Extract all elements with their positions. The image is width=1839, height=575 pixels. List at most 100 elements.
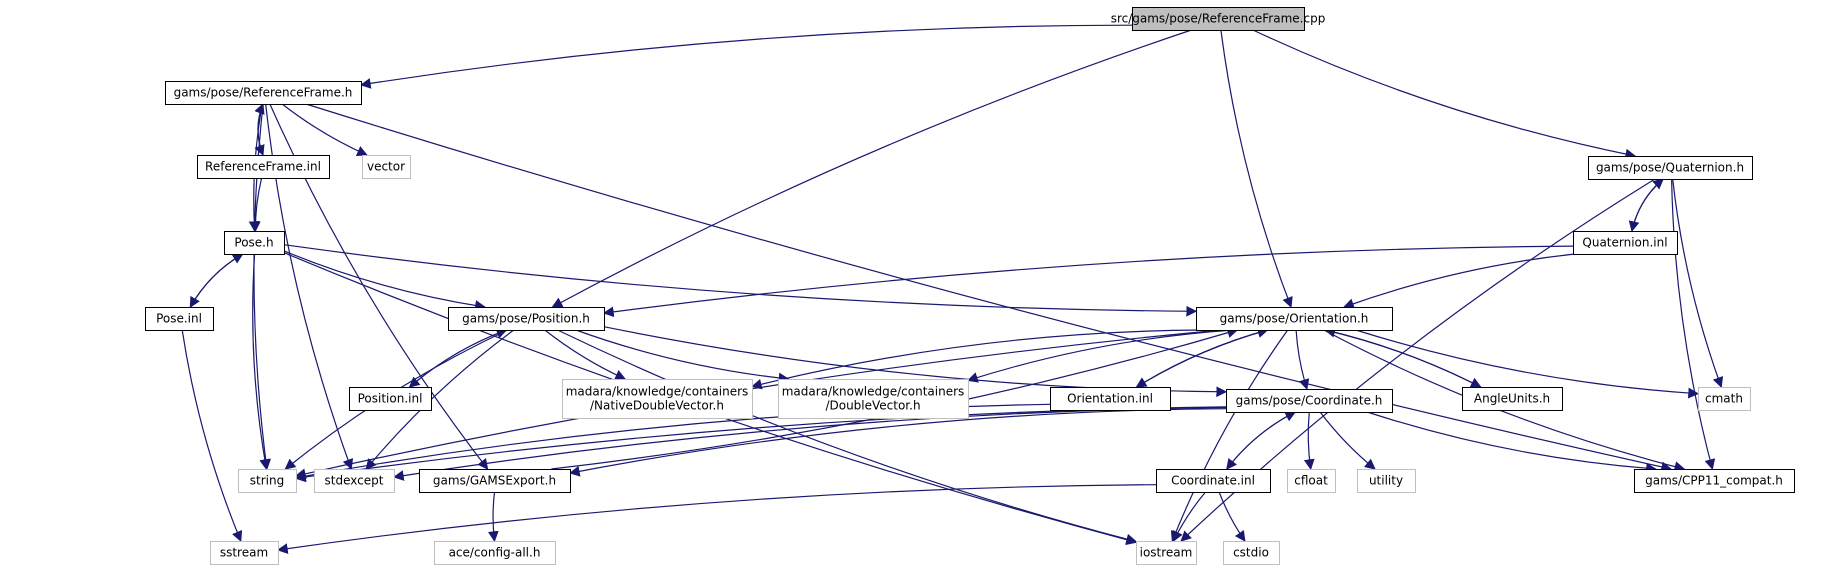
edge-coordinate_h-to-cpp11 [1367,411,1657,474]
node-label: Coordinate.inl [1171,474,1255,488]
node-box [562,379,753,419]
edge-quaternion_h-to-cmath [1672,178,1724,389]
node-box [197,155,330,179]
node-label: Orientation.inl [1067,392,1153,406]
edge-position_h-to-native_dv [544,329,627,380]
node-box [1132,7,1305,31]
edge-orientation_h-to-orientation_inl [1135,329,1268,388]
edge-quaternion_h-to-cpp11 [1671,178,1716,471]
node-stdexcept: stdexcept [314,469,395,493]
edge-refframe_inl-to-pose_h [249,177,263,233]
node-cfloat: cfloat [1287,469,1336,493]
node-box [1156,469,1271,493]
edge-orientation_inl-to-orientation_h [1136,327,1269,388]
node-label: gams/pose/Orientation.h [1220,312,1369,326]
edge-angleunits_h-to-orientation_h [1324,326,1481,388]
node-pose-h[interactable]: Pose.h [224,231,285,255]
node-sstream: sstream [210,541,279,565]
node-box [1462,387,1563,411]
node-box [1196,307,1393,331]
node-cpp11[interactable]: gams/CPP11_compat.h [1634,469,1795,493]
node-box [1634,469,1795,493]
edge-position_h-to-iostream [557,329,1138,545]
node-quaternion-h[interactable]: gams/pose/Quaternion.h [1588,156,1753,180]
node-quaternion-inl[interactable]: Quaternion.inl [1573,231,1678,255]
edge-position_h-to-stdexcept [365,329,515,470]
node-label: gams/pose/Position.h [462,312,590,326]
node-box [1287,469,1336,493]
node-box [1050,387,1171,411]
edge-pose_h-to-string [252,253,271,471]
edge-pose_h-to-position_h [283,250,486,311]
node-label: ace/config-all.h [449,546,541,560]
edge-refframe_cpp-to-refframe_h [359,24,1133,89]
edges-layer [181,24,1724,554]
edge-pose_inl-to-pose_h [189,253,244,308]
node-cmath: cmath [1698,387,1751,411]
node-orientation-inl[interactable]: Orientation.inl [1050,387,1171,411]
node-label: gams/pose/Coordinate.h [1236,394,1383,408]
node-box [419,469,571,493]
node-label: /DoubleVector.h [825,399,920,413]
node-box [314,469,395,493]
edge-orientation_h-to-native_dv [750,329,1203,390]
node-box [1223,541,1280,565]
node-box [434,541,556,565]
edge-pose_h-to-orientation_h [283,244,1198,317]
node-label: cmath [1705,392,1743,406]
edge-orientation_h-to-angleunits_h [1325,329,1482,388]
node-string: string [238,469,297,493]
edge-coordinate_inl-to-sstream [276,484,1157,554]
node-label: ReferenceFrame.inl [205,160,321,174]
node-gamsexport[interactable]: gams/GAMSExport.h [419,469,571,493]
node-coordinate-h[interactable]: gams/pose/Coordinate.h [1226,389,1393,413]
edge-coordinate_h-to-utility [1319,411,1376,470]
node-angleunits-h[interactable]: AngleUnits.h [1462,387,1563,411]
edge-refframe_h-to-stdexcept [265,103,354,471]
node-pose-inl[interactable]: Pose.inl [145,307,214,331]
node-position-h[interactable]: gams/pose/Position.h [448,307,605,331]
node-box [1226,389,1393,413]
node-box [1698,387,1751,411]
node-position-inl[interactable]: Position.inl [349,387,432,411]
node-label: gams/pose/Quaternion.h [1596,161,1744,175]
node-refframe-inl[interactable]: ReferenceFrame.inl [197,155,330,179]
edge-refframe_cpp-to-position_h [551,29,1192,308]
node-native-dv: madara/knowledge/containers/NativeDouble… [562,379,753,419]
node-label: stdexcept [325,474,384,488]
node-orientation-h[interactable]: gams/pose/Orientation.h [1196,307,1393,331]
edge-quaternion_inl-to-quaternion_h [1631,178,1664,232]
edge-pose_inl-to-sstream [181,329,243,542]
node-label: vector [367,160,405,174]
node-aceconfig: ace/config-all.h [434,541,556,565]
node-label: cfloat [1294,474,1328,488]
edge-coordinate_inl-to-cstdio [1218,491,1246,542]
edge-quaternion_inl-to-orientation_h [1343,253,1575,309]
node-box [238,469,297,493]
edge-orientation_h-to-coordinate_h [1295,329,1310,391]
node-vector: vector [362,155,411,179]
node-refframe-h[interactable]: gams/pose/ReferenceFrame.h [165,81,362,105]
edge-gamsexport-to-aceconfig [487,491,499,543]
edge-coordinate_inl-to-coordinate_h [1226,411,1297,470]
node-label: madara/knowledge/containers [782,385,965,399]
nodes-layer: src/gams/pose/ReferenceFrame.cpp gams/pos… [145,7,1795,565]
edge-coordinate_h-to-cfloat [1303,411,1315,471]
node-box [1573,231,1678,255]
node-label: iostream [1140,546,1193,560]
node-box [349,387,432,411]
node-label: cstdio [1233,546,1269,560]
node-coordinate-inl[interactable]: Coordinate.inl [1156,469,1271,493]
edge-quaternion_h-to-quaternion_inl [1628,178,1664,233]
edge-refframe_h-to-vector [281,103,368,156]
node-box [1136,541,1197,565]
edge-position_h-to-double_v [575,329,790,384]
node-box [145,307,214,331]
node-refframe-cpp[interactable]: src/gams/pose/ReferenceFrame.cpp [1111,7,1326,31]
edge-orientation_h-to-double_v [966,329,1234,383]
node-label: gams/CPP11_compat.h [1645,474,1783,488]
node-label: src/gams/pose/ReferenceFrame.cpp [1111,12,1326,26]
node-box [362,155,411,179]
node-box [1357,469,1416,493]
